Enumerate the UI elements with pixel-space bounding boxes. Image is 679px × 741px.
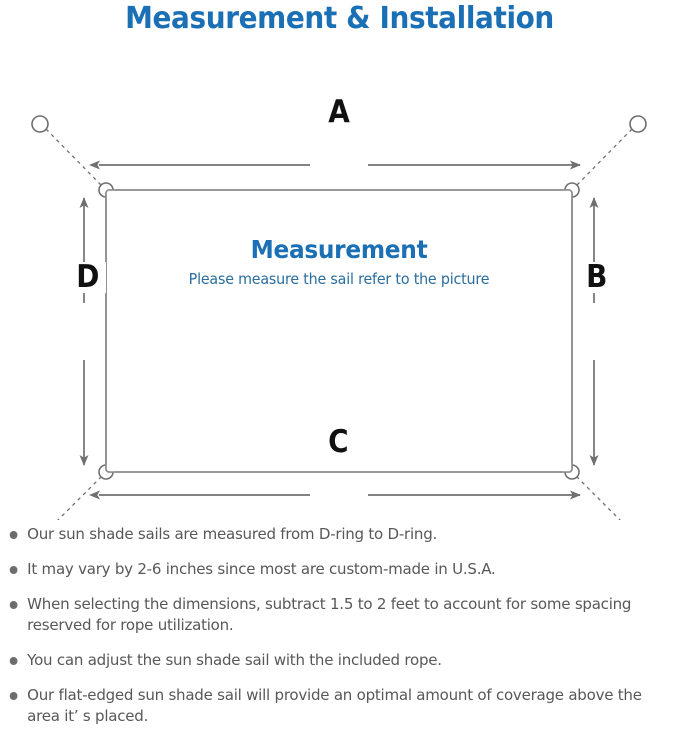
- rope-bottom-right: [576, 476, 621, 520]
- note-text: It may vary by 2-6 inches since most are…: [27, 560, 496, 578]
- rope-bottom-left: [57, 476, 102, 520]
- center-caption-subtitle: Please measure the sail refer to the pic…: [188, 270, 490, 288]
- anchor-top-left: [31, 115, 49, 133]
- anchor-points: [31, 115, 647, 133]
- notes-list: Our sun shade sails are measured from D-…: [0, 524, 679, 741]
- list-item: It may vary by 2-6 inches since most are…: [0, 559, 659, 580]
- bullet-icon: [9, 531, 18, 539]
- center-caption: Measurement Please measure the sail refe…: [106, 235, 572, 290]
- bullet-icon: [9, 657, 18, 665]
- list-item: You can adjust the sun shade sail with t…: [0, 650, 659, 671]
- note-text: You can adjust the sun shade sail with t…: [27, 651, 442, 669]
- center-caption-title: Measurement: [250, 235, 428, 264]
- note-text: Our sun shade sails are measured from D-…: [27, 525, 438, 543]
- dimension-label-d: D: [69, 262, 106, 293]
- d-ring-corners: [98, 182, 580, 480]
- note-text: When selecting the dimensions, subtract …: [27, 595, 632, 634]
- rope-top-left: [45, 128, 102, 186]
- bullet-icon: [9, 692, 18, 700]
- list-item: Our sun shade sails are measured from D-…: [0, 524, 659, 545]
- note-text: Our flat-edged sun shade sail will provi…: [27, 686, 642, 725]
- bullet-icon: [9, 601, 18, 609]
- list-item: When selecting the dimensions, subtract …: [0, 594, 659, 636]
- list-item: Our flat-edged sun shade sail will provi…: [0, 685, 659, 727]
- rope-lines: [45, 128, 633, 520]
- page-title: Measurement & Installation: [125, 1, 554, 36]
- dimension-label-c: C: [321, 427, 355, 458]
- bullet-icon: [9, 566, 18, 574]
- measurement-diagram: A B C D Measurement Please measure the s…: [0, 50, 679, 520]
- anchor-top-right: [629, 115, 647, 133]
- dimension-label-a: A: [321, 97, 357, 128]
- dimension-label-b: B: [579, 262, 614, 293]
- rope-top-right: [576, 128, 633, 186]
